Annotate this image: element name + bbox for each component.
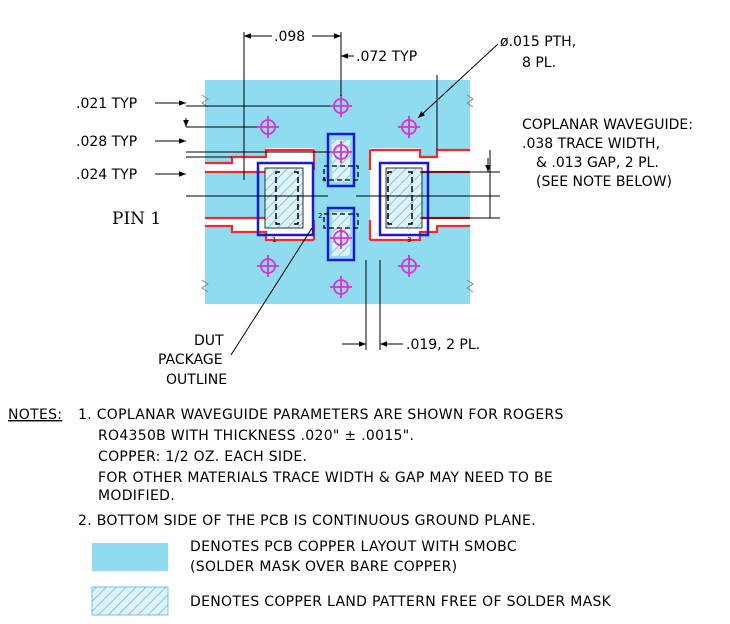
legend-copper-swatch: [92, 543, 168, 571]
pad-2-number: 2: [318, 212, 322, 220]
via-bottom-right: [398, 255, 420, 277]
via-top-right: [398, 116, 420, 138]
pad-4-number: 4: [322, 176, 327, 184]
cpw-label-line3: & .013 GAP, 2 PL.: [536, 155, 659, 171]
via-bottom-center: [330, 276, 352, 298]
legend-copper-line1: DENOTES PCB COPPER LAYOUT WITH SMOBC: [190, 539, 517, 555]
dim-via-callout-line1: ø.015 PTH,: [500, 34, 576, 50]
pad-1-number: 1: [272, 236, 276, 244]
via-center-lower: [330, 227, 352, 249]
legend-copper-line2: (SOLDER MASK OVER BARE COPPER): [190, 559, 457, 575]
left-trace: [205, 172, 265, 218]
pcb-board: [201, 80, 474, 304]
cpw-gap-left: [205, 148, 314, 242]
note-1-line3: COPPER: 1/2 OZ. EACH SIDE.: [98, 449, 307, 465]
pad-1-land: [264, 167, 304, 229]
via-bottom-left: [257, 255, 279, 277]
pin1-label: PIN 1: [112, 209, 161, 229]
note-1-line5: MODIFIED.: [98, 488, 175, 504]
dim-gap-019: .019, 2 PL.: [406, 337, 480, 353]
dut-label-line2: PACKAGE: [158, 352, 223, 368]
pads: 1 2 3 4: [256, 132, 430, 262]
pad-3-number: 3: [407, 236, 411, 244]
dut-label-line3: OUTLINE: [166, 372, 227, 388]
legend-land-swatch: [91, 586, 169, 616]
dim-pad-typ-072: .072 TYP: [356, 49, 417, 65]
cpw-label-line4: (SEE NOTE BELOW): [536, 174, 672, 190]
pad-3-land: [385, 167, 423, 229]
notes-section: NOTES: 1. COPLANAR WAVEGUIDE PARAMETERS …: [8, 407, 612, 616]
note-2: 2. BOTTOM SIDE OF THE PCB IS CONTINUOUS …: [78, 513, 536, 529]
pad-4-outline: [326, 132, 356, 188]
note-1-line4: FOR OTHER MATERIALS TRACE WIDTH & GAP MA…: [98, 470, 553, 486]
note-1-line1: 1. COPLANAR WAVEGUIDE PARAMETERS ARE SHO…: [78, 407, 564, 423]
notes-heading: NOTES:: [8, 407, 62, 423]
via-center-upper: [330, 141, 352, 163]
dim-via-callout-line2: 8 PL.: [522, 55, 556, 71]
dim-pitch-098: .098: [274, 29, 305, 45]
via-top-left: [257, 116, 279, 138]
pad-3-outline: [378, 161, 430, 237]
dimension-lines: [155, 32, 500, 356]
dim-typ-024: .024 TYP: [76, 167, 137, 183]
via-top-center: [330, 95, 352, 117]
vias: [257, 95, 420, 298]
cpw-label-line1: COPLANAR WAVEGUIDE:: [522, 117, 693, 133]
dim-typ-028: .028 TYP: [76, 134, 137, 150]
pad-2-outline: [326, 206, 356, 262]
note-1-line2: RO4350B WITH THICKNESS .020" ± .0015".: [98, 428, 414, 444]
legend-land-text: DENOTES COPPER LAND PATTERN FREE OF SOLD…: [190, 594, 612, 610]
dut-label-line1: DUT: [194, 333, 224, 349]
dim-typ-021: .021 TYP: [76, 96, 137, 112]
cpw-label-line2: .038 TRACE WIDTH,: [522, 136, 660, 152]
pad-1-outline: [256, 161, 315, 237]
